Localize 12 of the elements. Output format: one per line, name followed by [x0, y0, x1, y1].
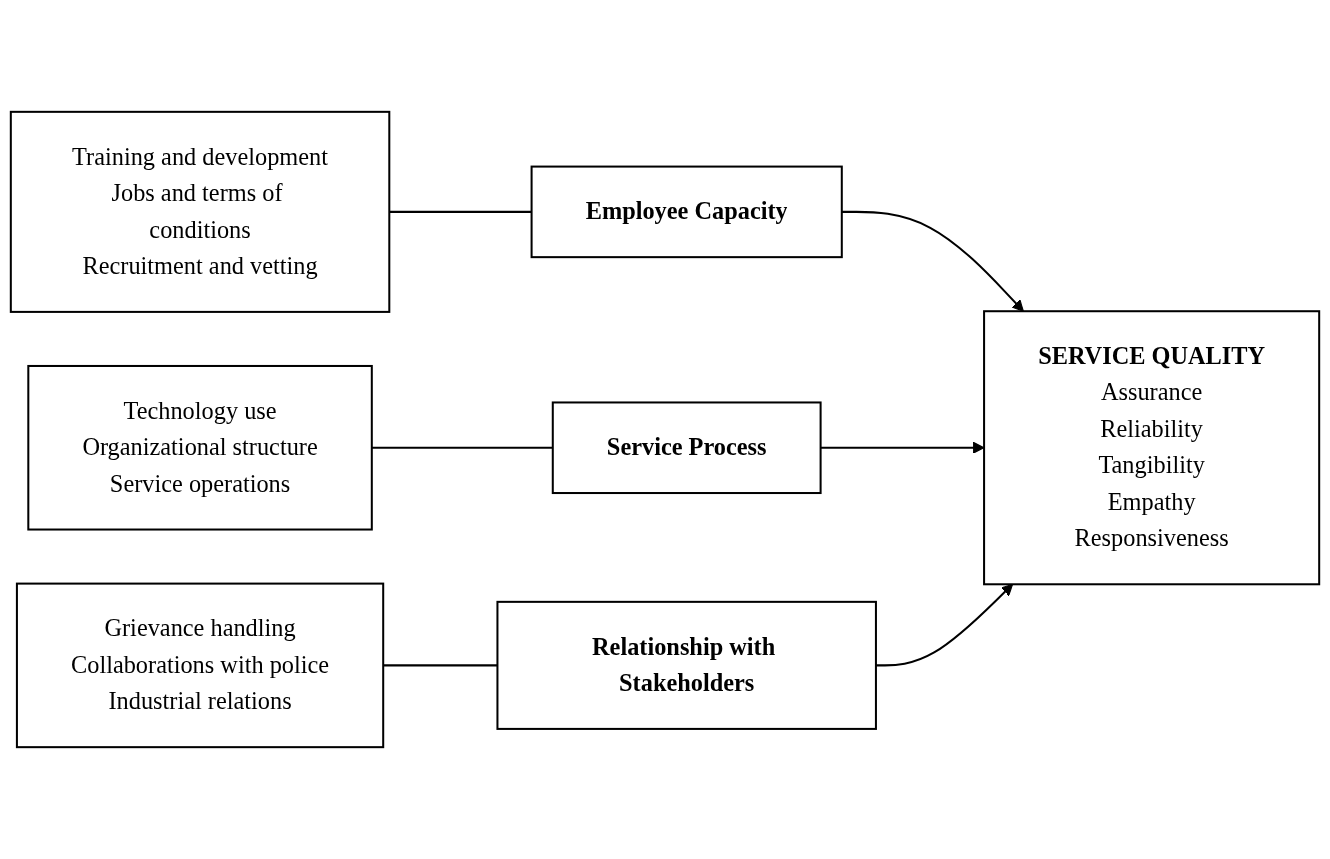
arrow [841, 210, 1024, 312]
node-box: Grievance handling Collaborations with police Industrial relations [15, 582, 385, 749]
node-box: Relationship with Stakeholders [496, 600, 877, 730]
connector [383, 664, 498, 667]
connector [371, 446, 553, 449]
connector [389, 210, 532, 213]
node-box: Employee Capacity [530, 165, 843, 259]
arrow [820, 441, 985, 454]
node-box: SERVICE QUALITY Assurance Reliability Tangibility Empathy Responsiveness [983, 310, 1321, 586]
node-box: Technology use Organizational structure Service operations [27, 364, 373, 531]
node-box: Service Process [551, 401, 822, 495]
node-box: Training and development Jobs and terms of conditions Recruitment and vetting [9, 110, 391, 313]
